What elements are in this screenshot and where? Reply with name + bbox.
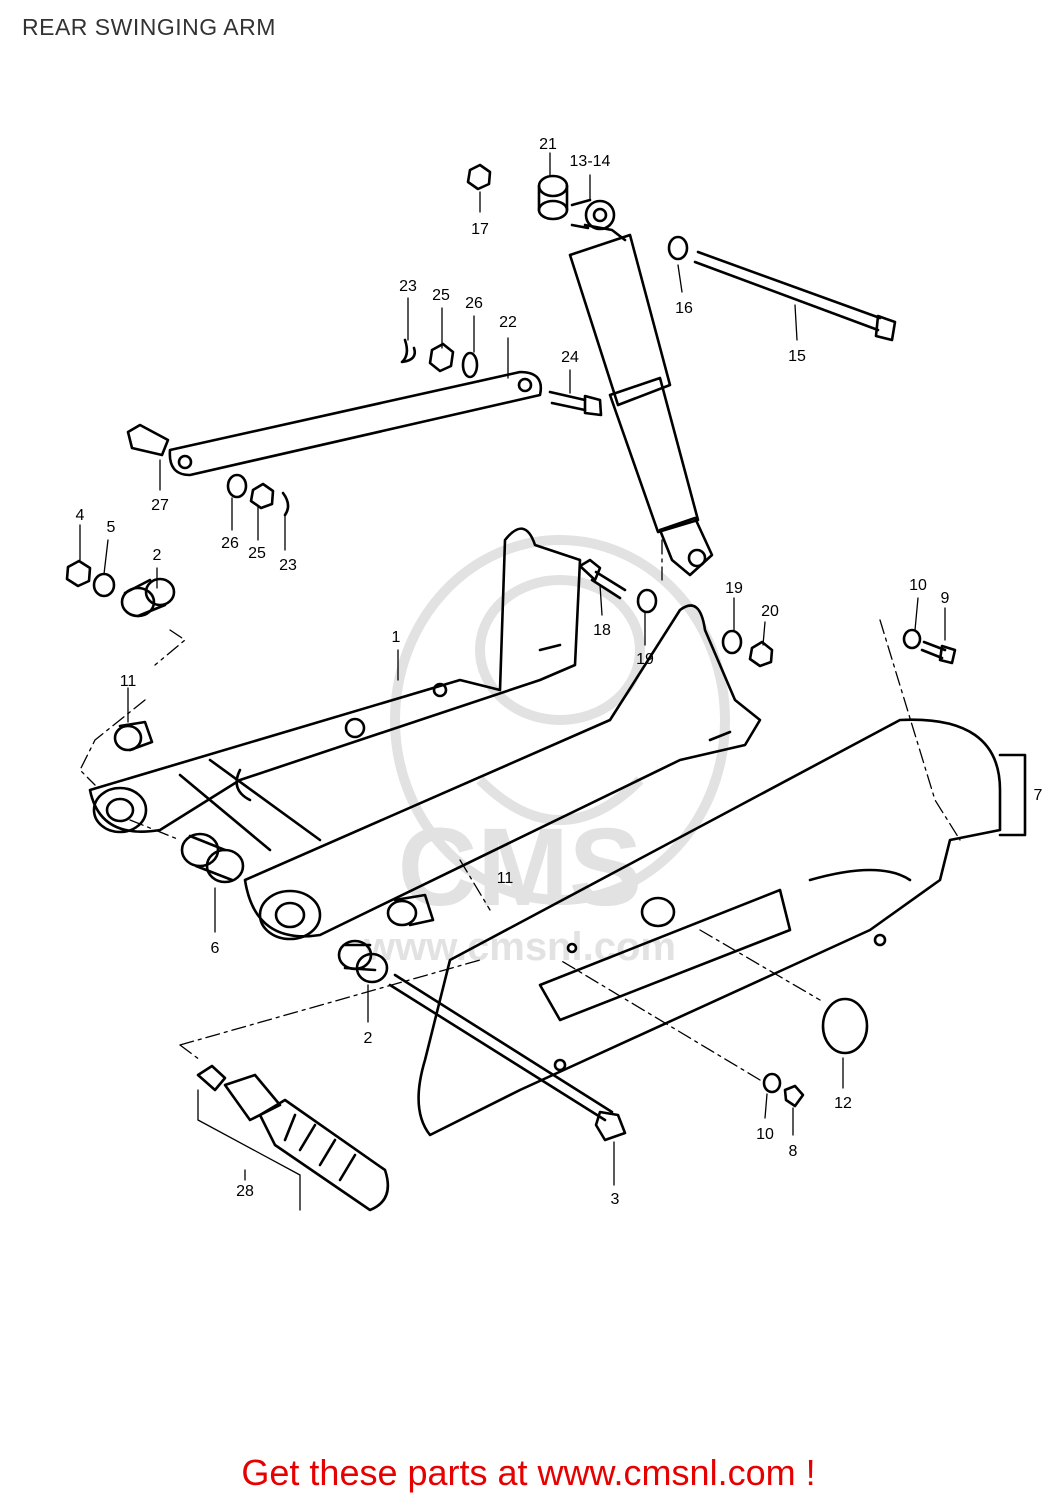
callout-10-top: 10 [909, 577, 927, 594]
callout-18: 18 [593, 622, 611, 639]
grease-nipple-11-center [386, 893, 435, 927]
bushing-2-top [120, 577, 176, 618]
washer-19-right [721, 629, 743, 655]
pivot-bolt-3 [388, 973, 627, 1142]
bushing-2-bottom [337, 939, 389, 984]
watermark-text: CMS [398, 806, 642, 929]
washer-19-left [636, 588, 658, 614]
washer-26-bottom [226, 473, 248, 499]
callout-25-top: 25 [432, 287, 450, 304]
nut-25-top [428, 342, 455, 373]
washer-26-top [461, 351, 479, 379]
callout-25-bottom: 25 [248, 545, 266, 562]
callout-17: 17 [471, 221, 489, 238]
bolt-24 [548, 390, 603, 417]
callout-6: 6 [211, 940, 220, 957]
callout-13-14: 13-14 [570, 153, 611, 170]
callout-16: 16 [675, 300, 693, 317]
callout-10-bottom: 10 [756, 1126, 774, 1143]
callout-12: 12 [834, 1095, 852, 1112]
callout-8: 8 [789, 1143, 798, 1160]
bushing-13-14 [570, 198, 616, 231]
cap-12 [821, 997, 869, 1055]
callout-19-right: 19 [725, 580, 743, 597]
bolt-18 [578, 558, 627, 600]
washer-10-bottom [762, 1072, 782, 1094]
washer-5 [92, 572, 116, 598]
callout-1: 1 [392, 629, 401, 646]
washer-10-top [902, 628, 922, 650]
callout-20: 20 [761, 603, 779, 620]
callout-15: 15 [788, 348, 806, 365]
callout-19-left: 19 [636, 651, 654, 668]
callout-21: 21 [539, 136, 557, 153]
callout-26-top: 26 [465, 295, 483, 312]
torque-link-22 [168, 370, 543, 477]
callout-11-left: 11 [120, 673, 137, 690]
callout-23-bottom: 23 [279, 557, 297, 574]
footrest-28 [196, 1064, 390, 1212]
callout-22: 22 [499, 314, 517, 331]
long-bolt-15 [693, 250, 897, 342]
stud-27 [126, 423, 170, 457]
callout-4: 4 [76, 507, 85, 524]
assembly-lines [79, 539, 961, 1081]
nut-4 [65, 559, 92, 588]
nut-25-bottom [249, 482, 275, 510]
washer-16 [667, 235, 689, 261]
page-title: REAR SWINGING ARM [22, 14, 276, 40]
chain-case-7 [417, 718, 1027, 1137]
callout-24: 24 [561, 349, 579, 366]
nut-20 [748, 640, 774, 668]
screw-8 [783, 1084, 805, 1108]
cotter-pin-23-top [400, 338, 417, 364]
swingarm-1 [88, 527, 762, 941]
callout-2-top: 2 [153, 547, 162, 564]
callout-11-center: 11 [497, 870, 514, 887]
callout-28: 28 [236, 1183, 254, 1200]
rear-shock-absorber [568, 223, 714, 577]
leader-lines [79, 152, 946, 1211]
callout-23-top: 23 [399, 278, 417, 295]
callout-2-bottom: 2 [364, 1030, 373, 1047]
watermark-url: www.cmsnl.com [363, 925, 676, 969]
bushing-6 [180, 832, 245, 884]
cotter-pin-23-bottom [281, 491, 290, 517]
nut-17 [466, 163, 492, 191]
callout-9: 9 [941, 590, 950, 607]
callout-3: 3 [611, 1191, 620, 1208]
callout-labels: 1 2 2 3 4 5 6 7 8 9 10 10 11 11 12 13-14… [76, 136, 1043, 1208]
spacer-21 [537, 174, 569, 221]
callout-26-bottom: 26 [221, 535, 239, 552]
bolt-9 [920, 640, 957, 665]
callout-27: 27 [151, 497, 169, 514]
grease-nipple-11-left [113, 720, 154, 752]
callout-7: 7 [1034, 787, 1043, 804]
callout-5: 5 [107, 519, 116, 536]
cta-link[interactable]: Get these parts at www.cmsnl.com ! [241, 1452, 816, 1493]
